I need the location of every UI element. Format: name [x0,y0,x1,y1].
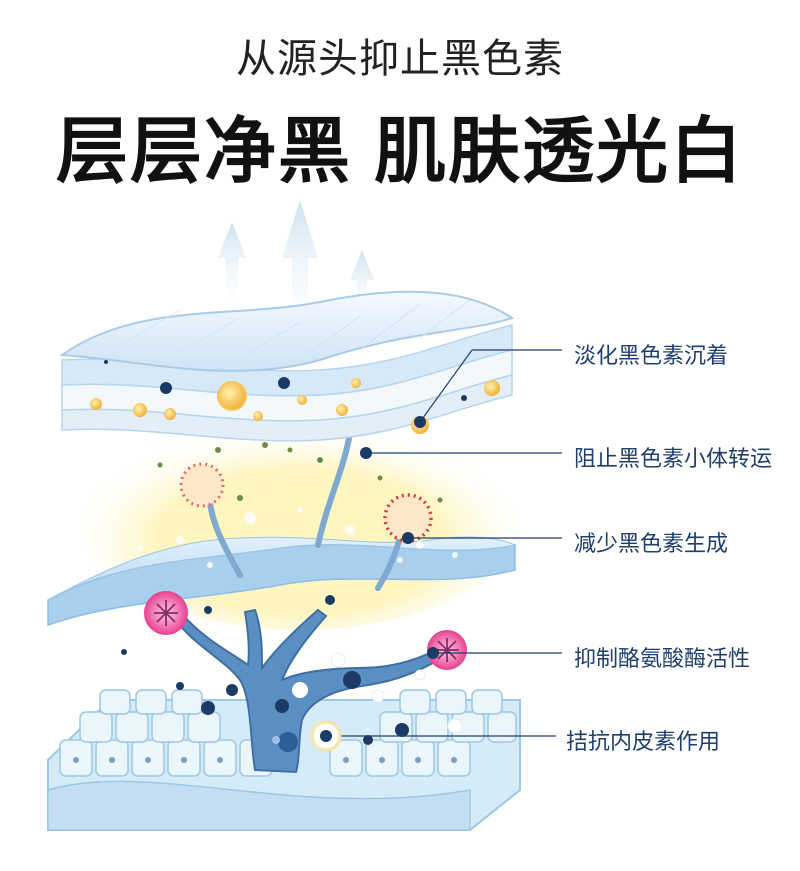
callout-block-melanosome-transfer: 阻止黑色素小体转运 [574,447,773,472]
page-title: 层层净黑肌肤透光白 [0,92,800,197]
melanin-granules [90,360,500,434]
melanosome-markers [179,462,433,543]
melanin-in-cell [272,682,308,752]
title-part-1: 层层净黑 [55,109,352,193]
page-subtitle: 从源头抑止黑色素 [236,36,564,82]
melanocyte-cell [173,595,440,774]
top-skin-layer [59,290,515,442]
upward-arrows [218,200,374,330]
callout-inhibit-tyrosinase: 抑制酪氨酸酶活性 [574,647,751,672]
callout-leaders [310,349,562,752]
callout-antagonize-endothelin: 拮抗内皮素作用 [566,730,721,755]
tyrosinase-enzymes [144,591,467,670]
title-part-2: 肌肤透光白 [374,109,745,193]
callout-fade-melanin: 淡化黑色素沉着 [574,344,729,369]
scattered-particles [121,442,463,745]
callout-reduce-melanin: 减少黑色素生成 [574,532,729,557]
